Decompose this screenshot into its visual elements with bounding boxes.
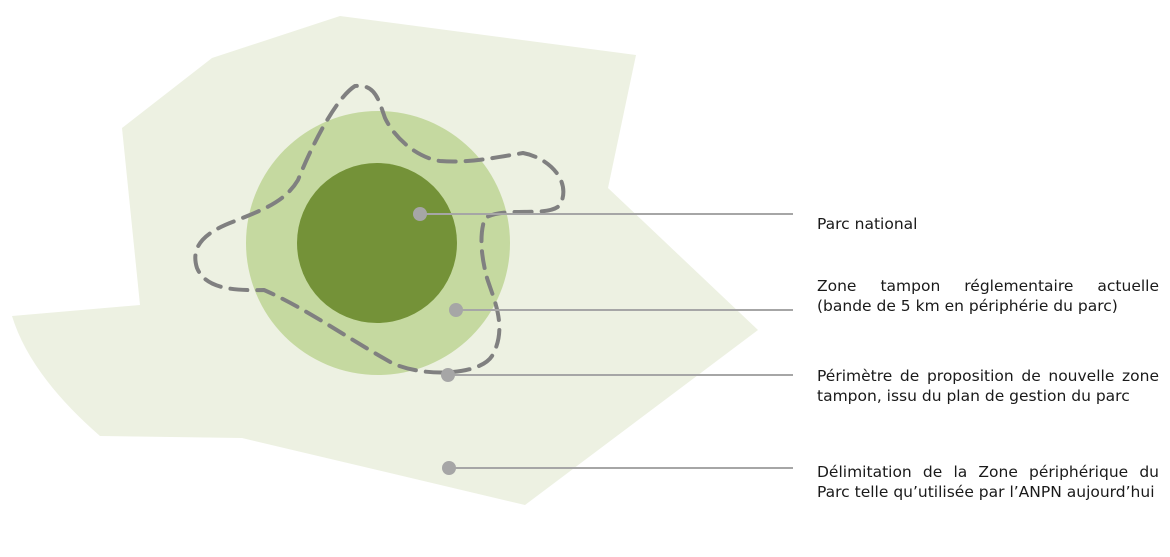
perimetre-proposition-dashed [193, 83, 566, 375]
marker-dot-zone-peripherique [442, 461, 456, 475]
parc-national-circle [297, 163, 457, 323]
marker-dot-parc-national [413, 207, 427, 221]
legend-label-zone-peripherique: Délimitation de la Zone périphérique du … [817, 463, 1159, 501]
legend-label-parc-national: Parc national [817, 215, 918, 233]
legend-label-perimetre-proposition: Périmètre de proposition de nouvelle zon… [817, 367, 1159, 405]
legend-label-zone-tampon-actuelle: Zone tampon réglementaire actuelle (band… [817, 277, 1159, 315]
marker-dot-zone-tampon [449, 303, 463, 317]
marker-dot-perimetre [441, 368, 455, 382]
